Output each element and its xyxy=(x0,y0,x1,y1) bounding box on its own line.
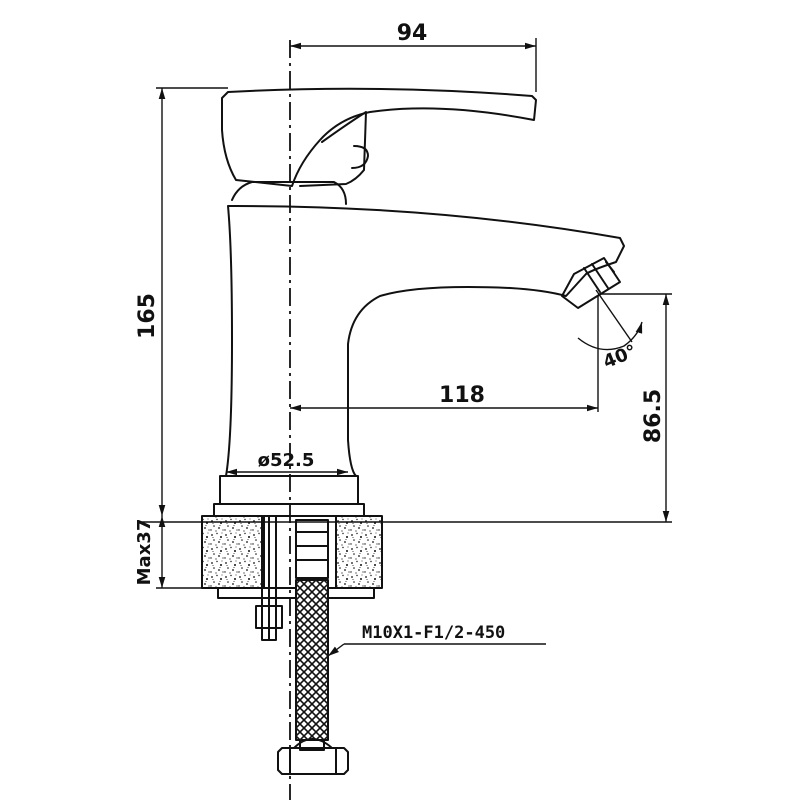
base-ring xyxy=(219,475,359,505)
handle-cartridge-knob xyxy=(351,145,369,169)
angle-arc xyxy=(577,321,643,351)
dim-base-diameter: ø52.5 xyxy=(258,450,315,471)
countertop-right xyxy=(335,515,383,589)
faucet-body xyxy=(225,205,625,477)
hose-nut xyxy=(277,747,349,775)
braided-hose xyxy=(295,579,329,741)
dim-max-thickness: Max37 xyxy=(134,519,155,586)
handle-lever xyxy=(221,87,537,187)
dim-spout-reach: 118 xyxy=(439,383,485,408)
aerator xyxy=(561,257,621,309)
dim-total-height: 165 xyxy=(135,293,160,339)
handle-neck xyxy=(299,111,367,187)
hose-label: M10X1-F1/2-450 xyxy=(362,623,505,643)
cap-dome xyxy=(231,181,347,205)
dim-spout-height: 86.5 xyxy=(641,389,666,443)
hose-connector xyxy=(295,519,329,579)
countertop-left xyxy=(201,515,265,589)
dim-width-top: 94 xyxy=(397,21,428,46)
dim-aerator-angle: 40° xyxy=(600,341,639,373)
